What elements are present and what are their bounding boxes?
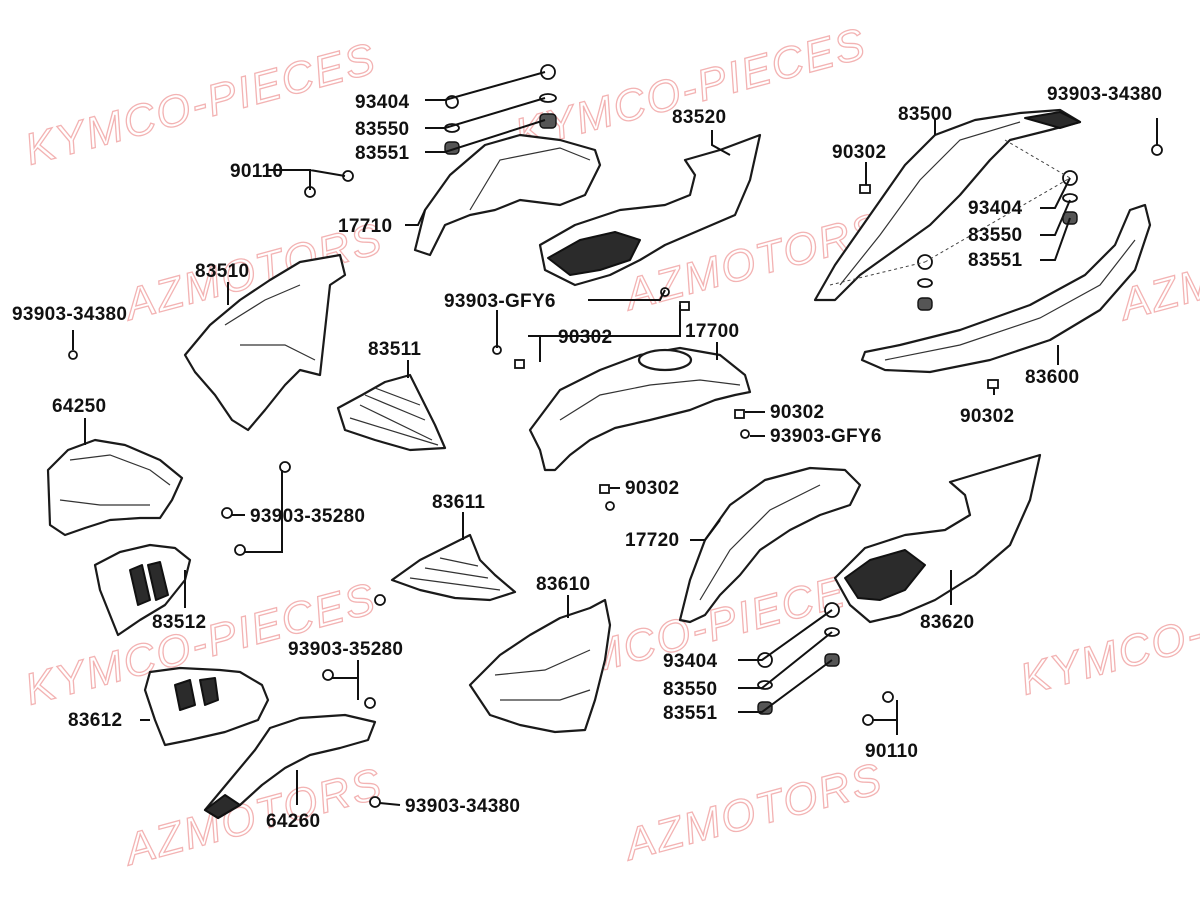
label-93903-gfy6: 93903-GFY6 [444,291,556,312]
label-93903-34380: 93903-34380 [405,796,520,817]
label-93903-gfy6: 93903-GFY6 [770,426,882,447]
label-17710: 17710 [338,216,392,237]
part-83610-detail [494,649,591,701]
clip-nut-icon [679,301,690,311]
part-17720-detail [699,484,821,601]
label-93903-35280: 93903-35280 [288,639,403,660]
clip-nut-icon [514,359,525,369]
watermark: KYMCO-PIECES [1015,564,1200,705]
screw-head-icon [540,64,556,80]
label-17700: 17700 [685,321,739,342]
screw-icon [234,544,246,556]
part-64250 [46,438,184,537]
label-93903-35280: 93903-35280 [250,506,365,527]
watermark: KYMCO-PIECES [510,19,872,160]
label-83511: 83511 [368,339,421,360]
label-83600: 83600 [1025,367,1079,388]
washer-icon [917,278,933,288]
part-83620-panel [844,549,926,601]
washer-icon [539,93,557,103]
screw-icon [862,714,874,726]
label-83611: 83611 [432,492,485,513]
part-64250-detail [59,454,171,506]
label-83610: 83610 [536,574,590,595]
screw-icon [374,594,386,606]
label-90302: 90302 [832,142,886,163]
clip-nut-icon [734,409,745,419]
label-83551: 83551 [355,143,409,164]
clip-nut-icon [599,484,610,494]
label-93404: 93404 [355,92,409,113]
label-83550: 83550 [968,225,1022,246]
label-93903-34380: 93903-34380 [12,304,127,325]
label-83520: 83520 [672,107,726,128]
screw-icon [221,507,233,519]
label-83620: 83620 [920,612,974,633]
label-83612: 83612 [68,710,122,731]
part-83510-detail [224,284,316,361]
part-64260-tip [204,794,241,819]
part-83611-slats [409,557,501,591]
part-83612-fins [174,677,219,711]
label-83551: 83551 [663,703,717,724]
watermarks: KYMCO-PIECES KYMCO-PIECES AZMOTORS AZMOT… [19,18,1200,876]
part-83510 [183,253,347,432]
label-83510: 83510 [195,261,249,282]
parts [46,108,1152,820]
label-64260: 64260 [266,811,320,832]
screw-icon [605,501,615,511]
part-labels: 93404 83550 83551 90110 17710 83520 8350… [12,84,1162,832]
label-83512: 83512 [152,612,206,633]
part-83512-fins [129,561,169,606]
label-93404: 93404 [968,198,1022,219]
label-64250: 64250 [52,396,106,417]
label-83500: 83500 [898,104,952,125]
label-93404: 93404 [663,651,717,672]
part-83600-detail [884,239,1136,361]
label-83550: 83550 [663,679,717,700]
part-83500-detail [839,121,1021,286]
screw-icon [68,350,78,360]
leader-lines [72,71,1158,806]
label-90110: 90110 [230,161,283,182]
label-90110: 90110 [865,741,918,762]
label-90302: 90302 [960,406,1014,427]
label-83550: 83550 [355,119,409,140]
part-83520-panel [547,231,641,276]
part-17700-detail [559,379,741,421]
screw-icon [1151,144,1163,156]
screw-icon [882,691,894,703]
screw-icon [740,429,750,439]
label-83551: 83551 [968,250,1022,271]
label-93903-34380: 93903-34380 [1047,84,1162,105]
label-17720: 17720 [625,530,679,551]
screw-icon [369,796,381,808]
part-83610 [468,598,612,734]
screw-icon [364,697,376,709]
part-17700-fill-hole [637,348,693,372]
clip-nut-icon [987,379,999,389]
part-17710-detail [469,147,591,211]
part-17710 [413,133,602,257]
grommet-icon [917,297,933,311]
clip-nut-icon [859,184,871,194]
screw-icon [279,461,291,473]
label-90302: 90302 [558,327,612,348]
part-83511-slats [349,387,439,446]
part-83511 [336,373,447,452]
label-90302: 90302 [625,478,679,499]
part-17720 [678,466,862,624]
part-83500 [813,108,1082,302]
part-83611 [390,533,517,602]
watermark: KYMCO-PIECES [20,34,382,175]
part-64260 [203,713,377,820]
label-90302: 90302 [770,402,824,423]
watermark: AZMOTORS [617,754,888,871]
part-83500-lamp [1024,111,1081,129]
part-17700 [528,346,752,472]
screw-icon [322,669,334,681]
